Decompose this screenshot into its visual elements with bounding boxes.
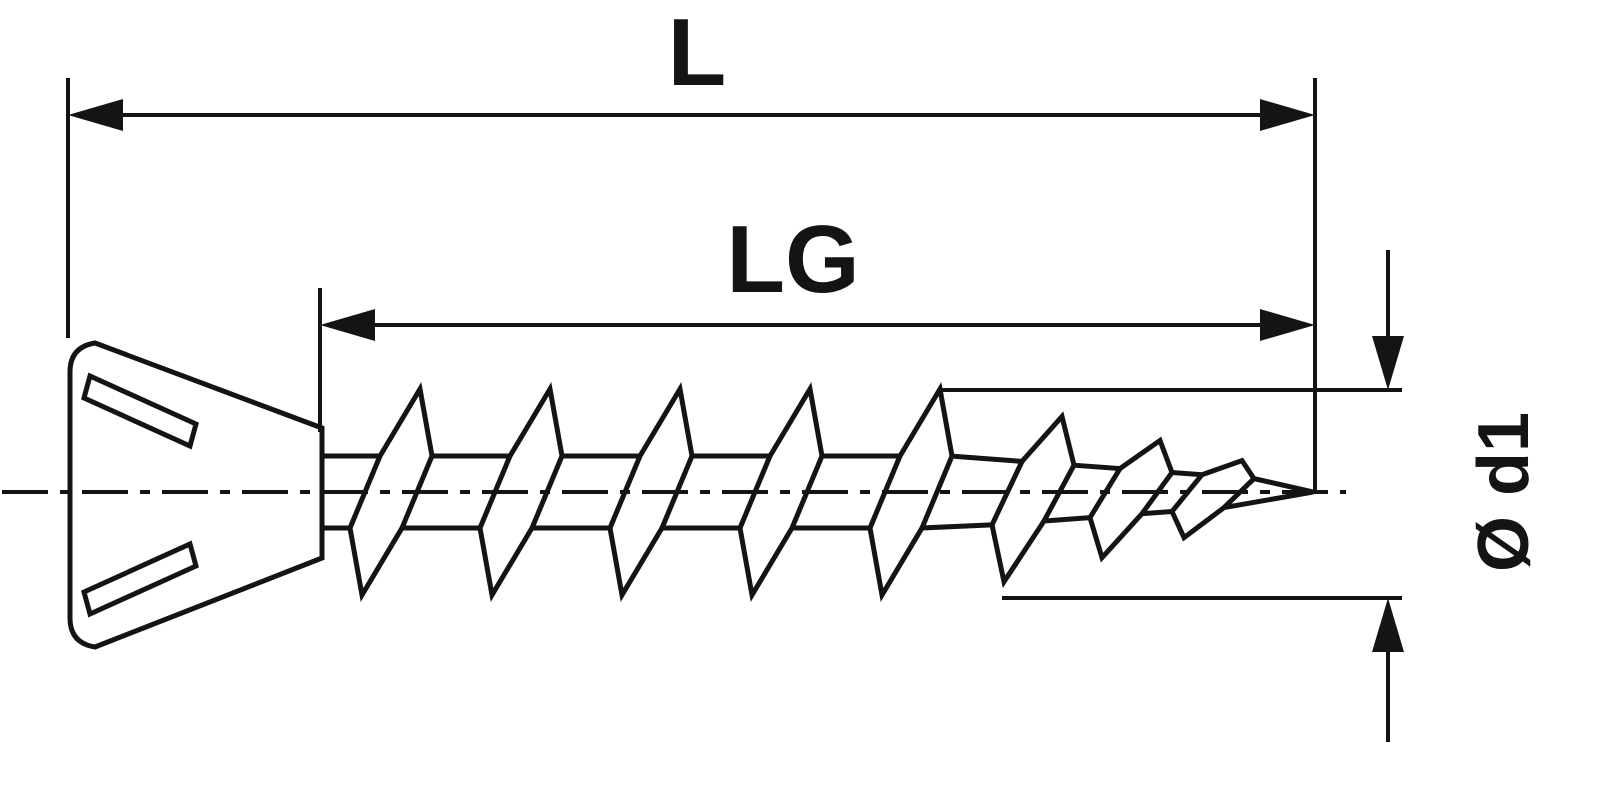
dimension-thread-diameter: Ø d1: [940, 250, 1544, 742]
head-slot-upper: [81, 372, 199, 450]
dimension-L-label: L: [668, 0, 727, 106]
screw-drawing: [67, 340, 1314, 650]
diameter-d1-label: Ø d1: [1464, 412, 1544, 572]
arrowhead-d1-down: [1372, 336, 1404, 390]
thread-flanks: [347, 455, 1256, 529]
dimension-thread-length: LG: [318, 206, 1315, 432]
dimension-LG-label: LG: [726, 206, 859, 313]
head-slot-lower: [81, 540, 199, 618]
arrowhead-d1-up: [1372, 598, 1404, 652]
arrowhead-LG-left: [320, 309, 375, 341]
arrowhead-L-left: [68, 99, 123, 131]
dimension-overall-length: L: [66, 0, 1317, 490]
screw-head-outline: [67, 340, 325, 650]
arrowhead-LG-right: [1260, 309, 1315, 341]
thread-outline: [322, 381, 1314, 603]
arrowhead-L-right: [1260, 99, 1315, 131]
